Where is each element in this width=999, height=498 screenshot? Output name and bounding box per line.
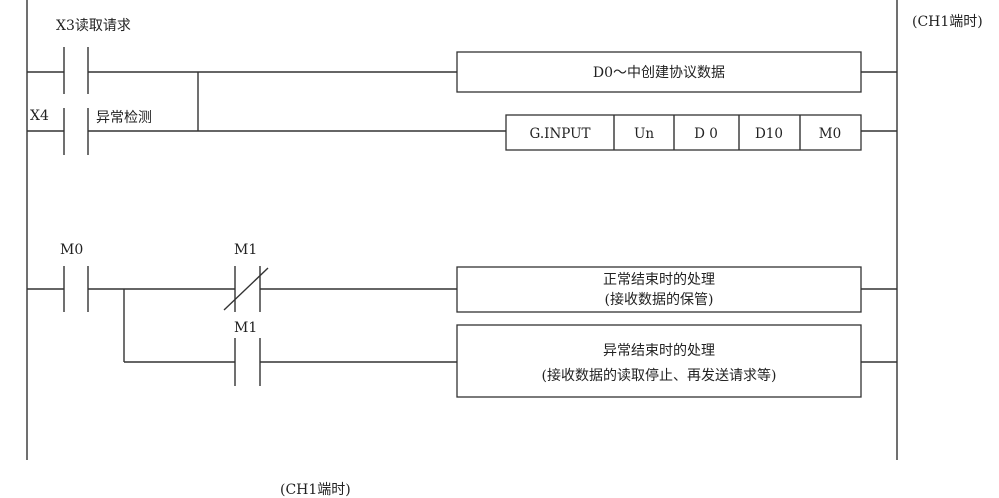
bottom-note: (CH1端时) (280, 482, 351, 498)
abnormal-detect-label: 异常检测 (96, 110, 152, 126)
m0-label: M0 (60, 242, 83, 258)
instruction-name: G.INPUT (530, 126, 591, 142)
instruction-arg-d10: D10 (755, 126, 783, 142)
m1-no-label: M1 (234, 320, 257, 336)
m1-nc-label: M1 (234, 242, 257, 258)
create-protocol-data-text: D0～中创建协议数据 (593, 65, 725, 81)
normal-end-line1: 正常结束时的处理 (603, 272, 715, 288)
g-input-instruction[interactable] (505, 114, 862, 151)
instruction-arg-m0: M0 (819, 126, 841, 142)
contact-x3[interactable] (63, 47, 89, 94)
contact-m0[interactable] (63, 266, 89, 312)
x4-label: X4 (30, 108, 49, 124)
corner-note: (CH1端时) (912, 14, 983, 30)
instruction-arg-un: Un (634, 126, 654, 142)
x3-read-request-label: X3读取请求 (56, 17, 131, 34)
create-protocol-data-box[interactable] (456, 51, 862, 93)
error-end-line1: 异常结束时的处理 (603, 343, 715, 359)
contact-m1-no[interactable] (234, 338, 261, 386)
error-end-box[interactable] (456, 324, 862, 398)
error-end-line2: (接收数据的读取停止、再发送请求等) (542, 367, 777, 384)
contact-x4[interactable] (63, 108, 89, 155)
normal-end-box[interactable] (456, 266, 862, 313)
instruction-arg-d0: D 0 (694, 126, 718, 142)
normal-end-line2: (接收数据的保管) (605, 291, 714, 308)
